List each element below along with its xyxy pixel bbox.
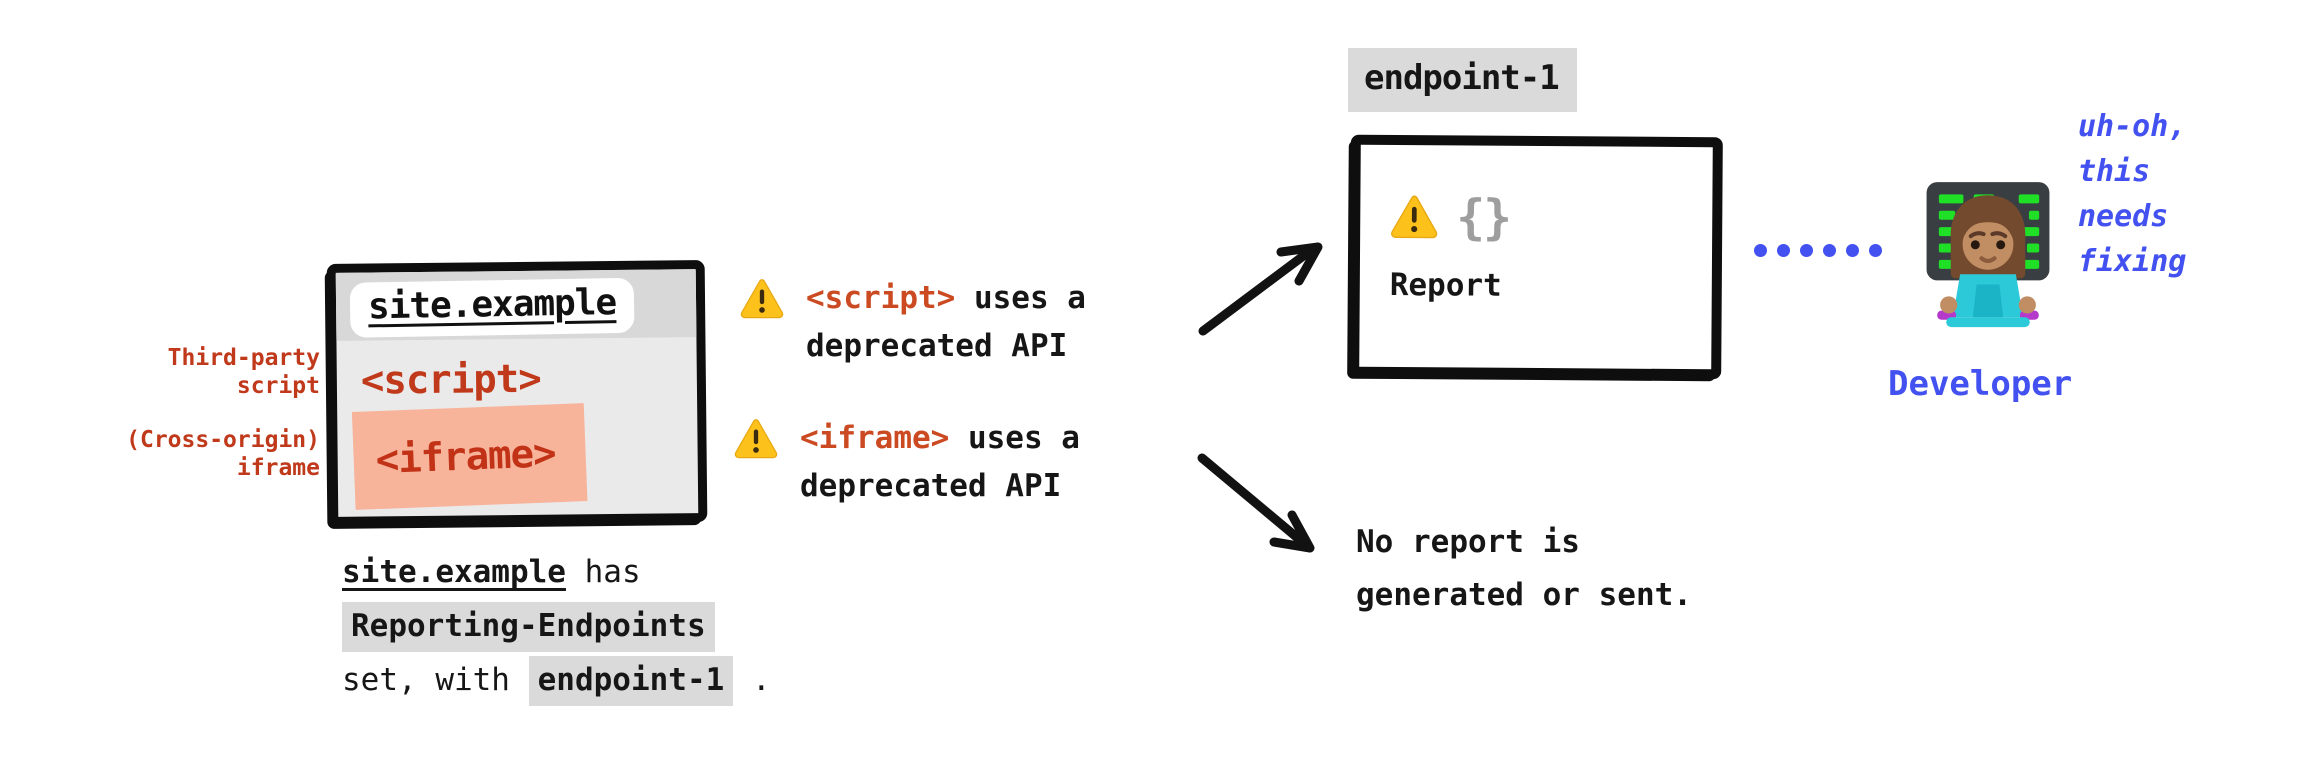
report-row: {} (1388, 189, 1510, 246)
dot (1869, 244, 1882, 257)
report-label: Report (1389, 266, 1502, 304)
caption-line-3: set, with endpoint-1 . (342, 653, 771, 707)
dot (1777, 244, 1790, 257)
warning-code-text: <script> (806, 280, 956, 316)
warning-row-script: <script> uses a deprecated API (738, 274, 1086, 370)
arrow-to-endpoint (1198, 242, 1323, 336)
dotted-connector (1754, 244, 1882, 257)
developer-thought-text: uh-oh, this needs fixing (2078, 104, 2186, 284)
warning-text-after: uses a (949, 420, 1080, 456)
label-cross-origin-line2: iframe (236, 455, 320, 481)
endpoint-1-label: endpoint-1 (1348, 48, 1577, 112)
thought-line3: needs (2078, 199, 2169, 234)
address-bar: site.example (335, 269, 697, 341)
caption-line-1: site.example has (342, 545, 771, 599)
label-third-party-script: Third-party script (20, 344, 320, 400)
warning-icon (734, 419, 778, 459)
warning-row-iframe: <iframe> uses a deprecated API (732, 414, 1080, 510)
label-third-party-line2: script (236, 373, 320, 399)
warning-text-after: uses a (955, 280, 1086, 316)
script-tag-text: <script> (360, 356, 541, 404)
caption: site.example has Reporting-Endpoints set… (342, 545, 771, 707)
caption-endpoint-code: endpoint-1 (528, 656, 734, 706)
endpoint-report-box: {} Report (1349, 134, 1723, 380)
caption-period: . (733, 662, 771, 698)
site-example-browser-window: site.example <script> <iframe> (326, 260, 708, 526)
warning-text-line2: deprecated API (806, 328, 1068, 364)
endpoint-1-label-text: endpoint-1 (1348, 48, 1577, 112)
caption-site-link: site.example (342, 554, 566, 590)
warning-icon (740, 279, 784, 319)
url-pill: site.example (349, 277, 635, 338)
url-text: site.example (367, 282, 617, 328)
woman-technologist-emoji (1926, 182, 2050, 328)
warning-icon (1391, 195, 1438, 239)
label-cross-origin-line1: (Cross-origin) (126, 427, 320, 453)
iframe-tag-text: <iframe> (374, 430, 557, 483)
no-report-line2: generated or sent. (1356, 577, 1692, 613)
iframe-highlight: <iframe> (351, 403, 588, 510)
warning-text: <iframe> uses a deprecated API (800, 414, 1080, 510)
thought-line4: fixing (2078, 244, 2187, 279)
thought-line2: this (2078, 154, 2151, 189)
caption-set-with-text: set, with (342, 662, 529, 698)
label-third-party-line1: Third-party (167, 345, 320, 371)
no-report-line1: No report is (1356, 524, 1580, 560)
dot (1754, 244, 1767, 257)
arrow-to-no-report (1197, 453, 1315, 553)
caption-line-2: Reporting-Endpoints (342, 599, 771, 653)
dot (1800, 244, 1813, 257)
dot (1846, 244, 1859, 257)
face (1962, 218, 2014, 270)
label-cross-origin-iframe: (Cross-origin) iframe (20, 426, 320, 482)
no-report-text: No report is generated or sent. (1356, 516, 1692, 622)
hair-fringe (1962, 206, 2014, 241)
dot (1823, 244, 1836, 257)
caption-reporting-endpoints-code: Reporting-Endpoints (342, 602, 715, 652)
json-braces-icon: {} (1456, 189, 1511, 246)
warning-text-line2: deprecated API (800, 468, 1062, 504)
thought-line1: uh-oh, (2078, 109, 2187, 144)
developer-label: Developer (1888, 364, 2073, 404)
caption-has-text: has (565, 554, 641, 590)
warning-text: <script> uses a deprecated API (806, 274, 1086, 370)
warning-code-text: <iframe> (800, 420, 950, 456)
